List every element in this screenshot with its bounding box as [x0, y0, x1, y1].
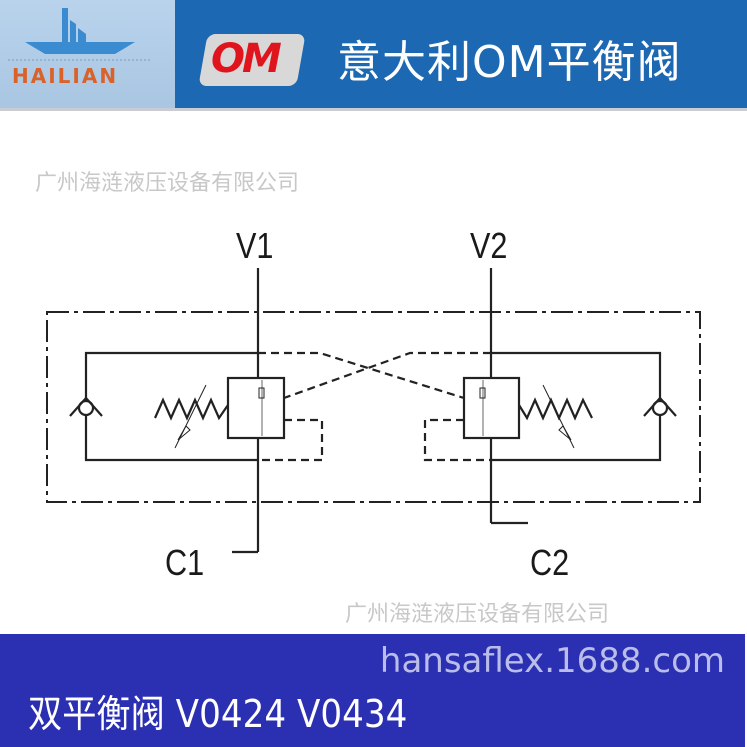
header-divider: [0, 108, 747, 111]
brand-title: 意大利OM平衡阀: [337, 37, 682, 88]
port-label-c1: C1: [165, 542, 205, 583]
product-title: 双平衡阀 V0424 V0434: [28, 692, 408, 736]
left-drain-line: [258, 418, 324, 462]
company-watermark-top: 广州海涟液压设备有限公司: [35, 171, 300, 196]
logo-text: HAILIAN: [12, 64, 119, 88]
ship-icon: [8, 8, 150, 61]
right-drain-line: [423, 418, 491, 462]
port-label-v1: V1: [236, 225, 274, 266]
company-watermark-bottom: 广州海涟液压设备有限公司: [345, 602, 610, 627]
right-spring-icon: [518, 397, 593, 421]
left-spring-icon: [153, 397, 229, 421]
left-valve-spool: [226, 376, 286, 440]
footer-banner: hansaflex.1688.com 双平衡阀 V0424 V0434: [0, 634, 745, 747]
om-logo-text: OM: [211, 36, 282, 82]
port-label-v2: V2: [470, 225, 508, 266]
pilot-cross-lines: [258, 351, 491, 462]
site-watermark: hansaflex.1688.com: [379, 641, 725, 681]
header-banner: HAILIAN OM 意大利OM平衡阀: [0, 0, 747, 108]
right-valve-spool: [462, 376, 521, 440]
valve-body-outline: [46, 311, 701, 503]
left-check-valve-icon: [69, 396, 103, 417]
right-check-valve-icon: [643, 396, 677, 417]
port-label-c2: C2: [530, 542, 570, 583]
brand-panel: OM 意大利OM平衡阀: [175, 0, 747, 108]
hailian-logo: HAILIAN: [0, 0, 175, 108]
